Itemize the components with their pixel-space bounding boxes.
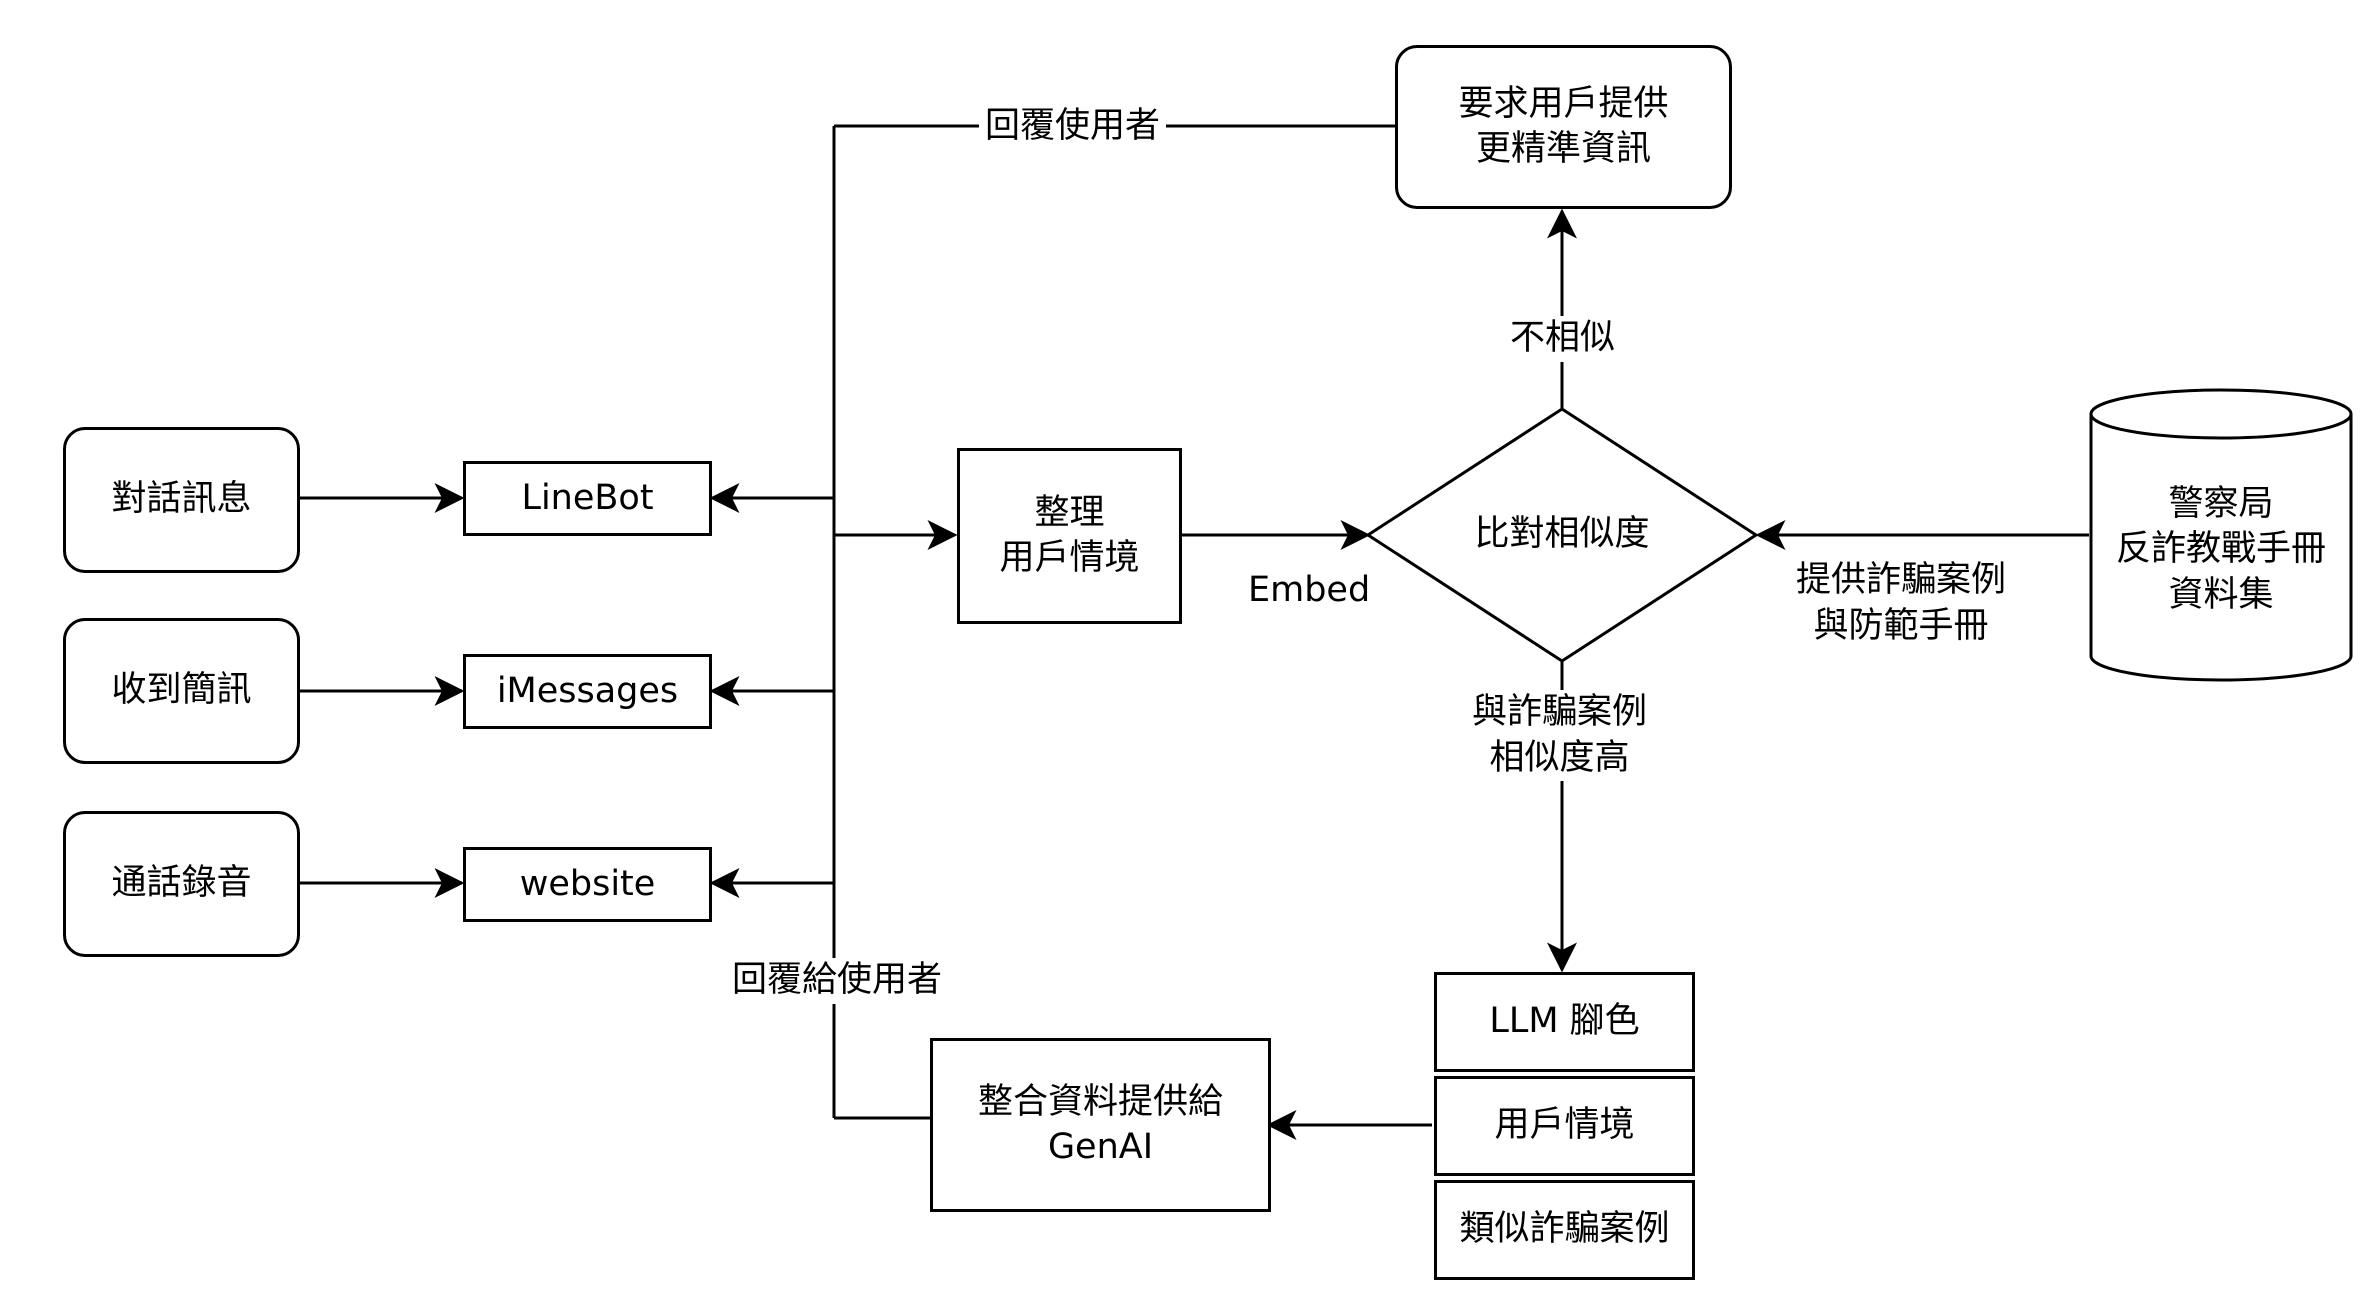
node-call-recording: 通話錄音	[63, 811, 300, 957]
node-website-label: website	[519, 863, 656, 904]
node-similar-fraud-cases: 類似詐騙案例	[1434, 1180, 1695, 1280]
label-embed: Embed	[1248, 570, 1371, 610]
node-imessages: iMessages	[463, 654, 712, 729]
node-request-more-info: 要求用戶提供 更精準資訊	[1395, 45, 1732, 209]
node-call-recording-label: 通話錄音	[111, 863, 252, 904]
label-not-similar: 不相似	[1504, 316, 1622, 362]
node-request-more-info-label: 要求用戶提供 更精準資訊	[1458, 83, 1669, 170]
node-organize-context-label: 整理 用戶情境	[999, 492, 1140, 579]
node-linebot-label: LineBot	[521, 477, 654, 518]
node-integrate-genai-label: 整合資料提供給 GenAI	[977, 1081, 1223, 1168]
node-llm-role-label: LLM 腳色	[1489, 1001, 1640, 1042]
police-dataset-cylinder	[2089, 388, 2353, 682]
police-dataset-label: 警察局 反詐教戰手冊 資料集	[2115, 483, 2326, 615]
node-organize-context: 整理 用戶情境	[957, 448, 1182, 624]
node-llm-role: LLM 腳色	[1434, 972, 1695, 1072]
node-similar-fraud-cases-label: 類似詐騙案例	[1459, 1209, 1670, 1250]
compare-similarity-label: 比對相似度	[1474, 514, 1650, 555]
label-provide-cases: 提供詐騙案例 與防範手冊	[1796, 560, 2007, 646]
node-dialog-message-label: 對話訊息	[111, 479, 252, 520]
label-reply-to-user: 回覆給使用者	[726, 958, 949, 1004]
node-received-sms-label: 收到簡訊	[111, 670, 252, 711]
node-integrate-genai: 整合資料提供給 GenAI	[930, 1038, 1271, 1212]
node-linebot: LineBot	[463, 461, 712, 536]
node-received-sms: 收到簡訊	[63, 618, 300, 764]
node-user-context-label: 用戶情境	[1494, 1105, 1635, 1146]
compare-similarity-diamond	[1365, 407, 1759, 663]
node-dialog-message: 對話訊息	[63, 427, 300, 573]
node-website: website	[463, 847, 712, 922]
node-imessages-label: iMessages	[496, 670, 679, 711]
label-reply-user: 回覆使用者	[979, 104, 1167, 150]
node-user-context: 用戶情境	[1434, 1076, 1695, 1176]
label-high-similarity: 與詐騙案例 相似度高	[1466, 690, 1654, 781]
